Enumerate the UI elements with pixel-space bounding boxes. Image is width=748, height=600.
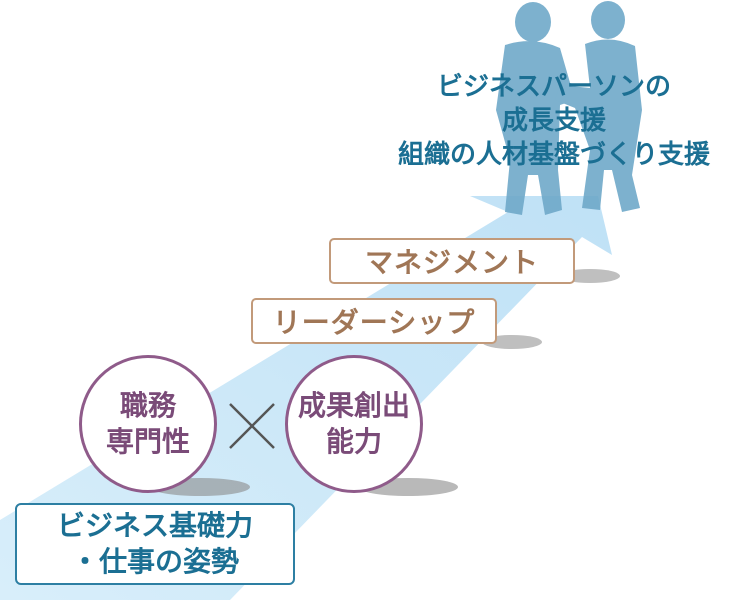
- management-step-box: マネジメント: [329, 238, 575, 284]
- specialty-circle-line-1: 職務: [119, 389, 176, 422]
- foundation-box: ビジネス基礎力 ・仕事の姿勢: [15, 503, 295, 585]
- leadership-step-box: リーダーシップ: [251, 298, 497, 344]
- results-circle-line-1: 成果創出: [297, 389, 410, 422]
- leadership-shadow: [482, 335, 542, 349]
- specialty-circle: 職務 専門性: [79, 355, 217, 493]
- results-circle-line-2: 能力: [325, 425, 382, 458]
- handshake-silhouette-icon: [496, 1, 642, 216]
- foundation-line-2: ・仕事の姿勢: [70, 545, 239, 578]
- goal-title-line-3: 組織の人材基盤づくり支援: [397, 140, 710, 170]
- foundation-line-1: ビジネス基礎力: [56, 509, 253, 542]
- results-circle: 成果創出 能力: [285, 355, 423, 493]
- multiply-icon: [229, 403, 275, 449]
- goal-title-line-2: 成長支援: [501, 106, 606, 136]
- goal-title-line-1: ビジネスパーソンの: [436, 72, 671, 102]
- management-shadow: [560, 269, 620, 283]
- specialty-circle-line-2: 専門性: [105, 425, 190, 458]
